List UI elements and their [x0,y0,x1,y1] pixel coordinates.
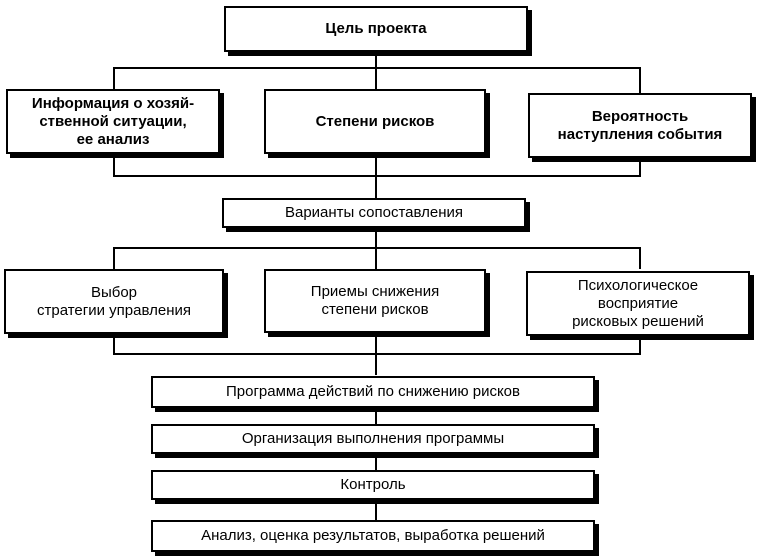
control-box: Контроль [151,470,595,500]
connector-info-down [113,154,115,176]
degrees-label: Степени рисков [315,112,435,130]
methods-label: Приемы снижения степени рисков [310,283,440,318]
probability-box: Вероятность наступления события [528,93,752,158]
connector-degrees-up [375,67,377,89]
connector-row2-bottom-bus [113,353,641,355]
connector-perception-up [639,247,641,269]
goal-box: Цель проекта [224,6,528,52]
connector-strategy-up [113,247,115,269]
connector-control-down [375,500,377,520]
connector-variants-down [375,228,377,248]
connector-info-up [113,67,115,89]
control-label: Контроль [340,476,406,493]
probability-label: Вероятность наступления события [557,107,723,143]
info-box: Информация о хозяй- ственной ситуации, е… [6,89,220,154]
info-label: Информация о хозяй- ственной ситуации, е… [31,94,195,148]
variants-label: Варианты сопоставления [284,204,464,221]
program-box: Программа действий по снижению рисков [151,376,595,408]
goal-label: Цель проекта [325,20,427,37]
organization-label: Организация выполнения программы [241,430,505,447]
perception-box: Психологическое восприятие рисковых реше… [526,271,750,336]
connector-program-down [375,408,377,424]
strategy-box: Выбор стратегии управления [4,269,224,334]
degrees-box: Степени рисков [264,89,486,154]
analysis-label: Анализ, оценка результатов, выработка ре… [201,527,545,544]
connector-probability-up [639,67,641,93]
connector-row2-top-bus [113,247,641,249]
connector-methods-down [375,333,377,375]
organization-box: Организация выполнения программы [151,424,595,454]
program-label: Программа действий по снижению рисков [225,383,520,400]
variants-box: Варианты сопоставления [222,198,526,228]
methods-box: Приемы снижения степени рисков [264,269,486,333]
connector-row1-bottom-bus [113,175,641,177]
connector-methods-up [375,247,377,269]
perception-label: Психологическое восприятие рисковых реше… [572,276,704,330]
connector-degrees-down [375,154,377,198]
connector-goal-down [375,52,377,68]
connector-row1-top-bus [113,67,641,69]
connector-strategy-down [113,334,115,354]
connector-organization-down [375,454,377,470]
connector-perception-down [639,336,641,354]
strategy-label: Выбор стратегии управления [37,283,191,319]
analysis-box: Анализ, оценка результатов, выработка ре… [151,520,595,552]
connector-probability-down [639,158,641,176]
